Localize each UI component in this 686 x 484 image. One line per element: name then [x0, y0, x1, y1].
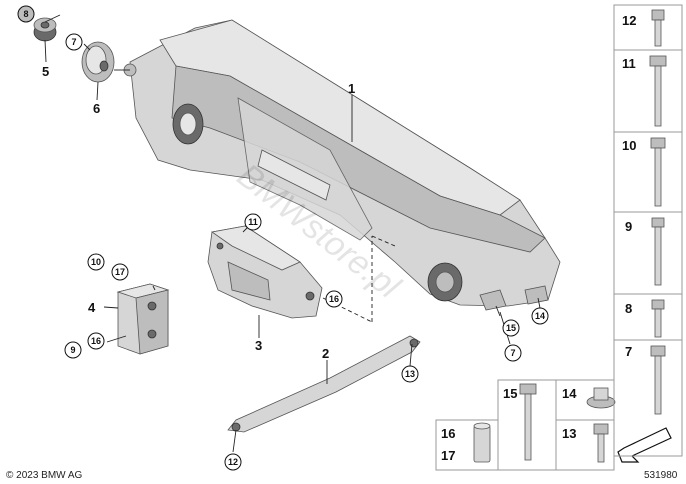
callout-8: 8 — [17, 5, 35, 23]
damper-disc-6 — [81, 41, 115, 83]
svg-text:13: 13 — [405, 369, 415, 379]
rear-axle-carrier — [123, 19, 561, 311]
callout-6: 6 — [93, 101, 100, 116]
sidebar-bolt-11 — [649, 55, 667, 127]
bottom-panel-grid — [435, 379, 615, 471]
bolt-15 — [519, 383, 537, 461]
sidebar-bolt-8 — [651, 299, 665, 338]
arrow-icon — [617, 427, 672, 463]
sidebar-label-12: 12 — [622, 13, 636, 28]
svg-text:14: 14 — [535, 311, 545, 321]
panel-label-13: 13 — [562, 426, 576, 441]
callout-1: 1 — [348, 81, 355, 96]
sidebar-label-11: 11 — [622, 56, 636, 71]
callout-10: 10 — [87, 253, 105, 271]
panel-label-17: 17 — [441, 448, 455, 463]
callout-13: 13 — [401, 365, 419, 383]
callout-2: 2 — [322, 346, 329, 361]
svg-text:7: 7 — [71, 37, 76, 47]
svg-text:16: 16 — [329, 294, 339, 304]
callout-12: 12 — [224, 453, 242, 471]
leader-lines — [44, 14, 541, 453]
callout-7-bottom: 7 — [504, 344, 522, 362]
panel-label-15: 15 — [503, 386, 517, 401]
mount-block-4 — [116, 283, 170, 355]
sidebar-label-9: 9 — [625, 219, 632, 234]
callout-14: 14 — [531, 307, 549, 325]
svg-text:7: 7 — [510, 348, 515, 358]
callout-11: 11 — [244, 213, 262, 231]
svg-text:16: 16 — [91, 336, 101, 346]
sidebar-label-8: 8 — [625, 301, 632, 316]
nut-14 — [586, 387, 616, 409]
callout-17: 17 — [111, 263, 129, 281]
copyright-text: © 2023 BMW AG — [6, 470, 83, 481]
rubber-bush-5 — [33, 17, 57, 42]
svg-text:8: 8 — [23, 9, 28, 19]
sidebar-label-7: 7 — [625, 344, 632, 359]
sidebar-bolt-10 — [650, 137, 666, 207]
svg-text:10: 10 — [91, 257, 101, 267]
callout-16-block: 16 — [87, 332, 105, 350]
svg-text:9: 9 — [70, 345, 75, 355]
mounting-bracket-3 — [207, 225, 323, 319]
sidebar-bolt-9 — [651, 217, 665, 286]
svg-text:12: 12 — [228, 457, 238, 467]
sidebar-bolt-7 — [650, 345, 666, 415]
callout-5: 5 — [42, 64, 49, 79]
svg-text:15: 15 — [506, 323, 516, 333]
svg-text:11: 11 — [248, 217, 258, 227]
callout-9: 9 — [64, 341, 82, 359]
diagram-number: 531980 — [644, 470, 678, 481]
bolt-13 — [593, 423, 609, 463]
callout-3: 3 — [255, 338, 262, 353]
callout-16-bracket: 16 — [325, 290, 343, 308]
sidebar-bolt-12 — [651, 9, 665, 47]
callout-7-top: 7 — [65, 33, 83, 51]
callout-4: 4 — [88, 300, 96, 315]
sleeve-16-17 — [473, 422, 491, 463]
sidebar-label-10: 10 — [622, 138, 636, 153]
svg-text:17: 17 — [115, 267, 125, 277]
panel-label-14: 14 — [562, 386, 577, 401]
callout-15: 15 — [502, 319, 520, 337]
panel-label-16: 16 — [441, 426, 455, 441]
sidebar-grid — [613, 4, 683, 457]
